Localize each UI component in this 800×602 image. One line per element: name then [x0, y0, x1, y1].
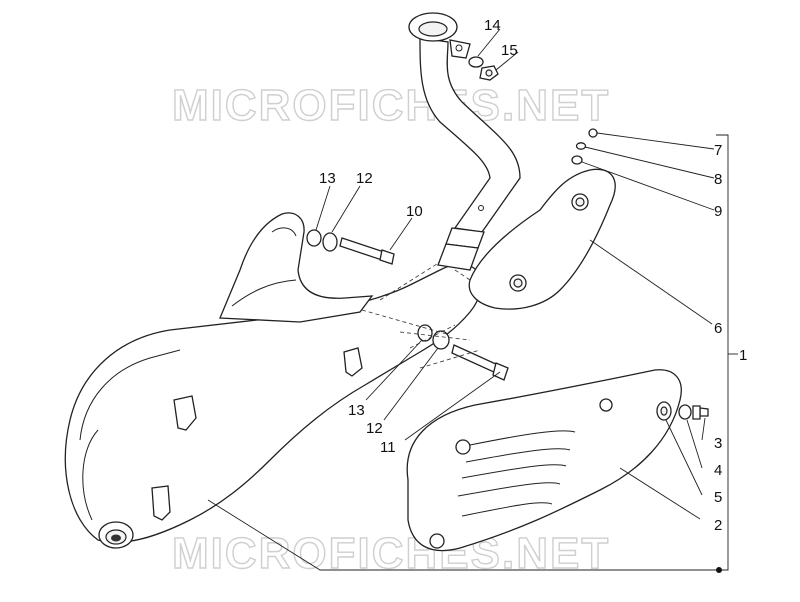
- exhaust-pipe: [408, 12, 521, 271]
- watermark-bottom: MICROFICHES.NET: [172, 529, 610, 578]
- callout-9: 9: [714, 203, 722, 220]
- callout-3: 3: [714, 435, 722, 452]
- callout-4: 4: [714, 462, 722, 479]
- fasteners: [306, 56, 709, 421]
- callout-2: 2: [714, 517, 722, 534]
- callout-6: 6: [714, 320, 722, 337]
- watermark-top: MICROFICHES.NET: [172, 81, 610, 130]
- callout-7: 7: [714, 142, 722, 159]
- assembly-guides: [361, 261, 481, 369]
- assembly-bracket: [716, 134, 738, 573]
- callout-14: 14: [484, 17, 501, 34]
- callout-13-upper: 13: [319, 170, 336, 187]
- callout-8: 8: [714, 171, 722, 188]
- callout-13-lower: 13: [348, 402, 365, 419]
- muffler-body: [64, 212, 482, 549]
- side-cover: [406, 369, 682, 552]
- callout-1: 1: [739, 347, 747, 364]
- callout-11: 11: [380, 439, 396, 456]
- heat-shield: [468, 168, 616, 310]
- callout-12-lower: 12: [366, 420, 383, 437]
- callout-12-upper: 12: [356, 170, 373, 187]
- callout-10: 10: [406, 203, 423, 220]
- callout-5: 5: [714, 489, 722, 506]
- leader-lines: [207, 28, 716, 571]
- callout-15: 15: [501, 42, 518, 59]
